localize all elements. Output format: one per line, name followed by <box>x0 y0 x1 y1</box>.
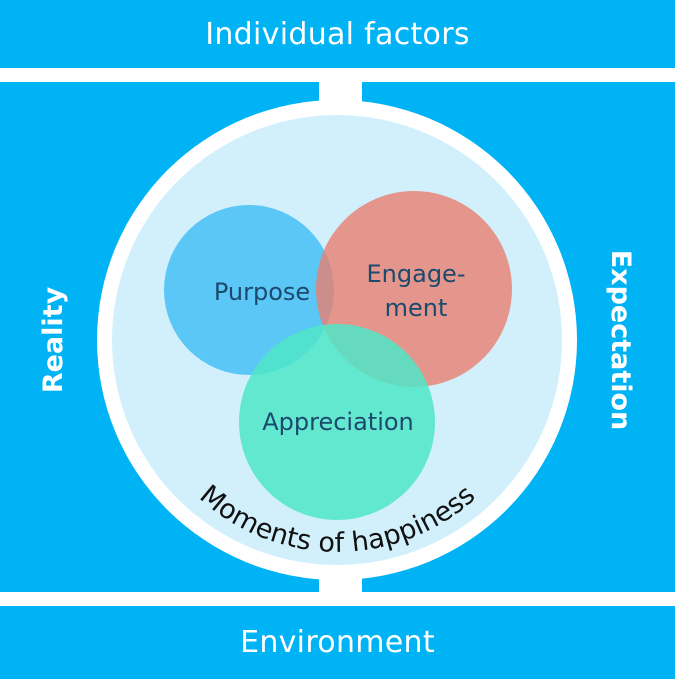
engagement-label-line1: Engage- <box>367 260 466 288</box>
purpose-label: Purpose <box>214 278 310 306</box>
purpose-circle <box>164 205 334 375</box>
reality-label: Reality <box>38 286 69 393</box>
individual-factors-band: Individual factors <box>0 0 675 68</box>
appreciation-label: Appreciation <box>262 408 414 436</box>
appreciation-circle <box>239 324 435 520</box>
engagement-label-line2: ment <box>385 294 448 322</box>
environment-label: Environment <box>240 625 435 660</box>
individual-factors-label: Individual factors <box>205 16 470 52</box>
expectation-label: Expectation <box>605 250 636 431</box>
environment-band: Environment <box>0 606 675 679</box>
